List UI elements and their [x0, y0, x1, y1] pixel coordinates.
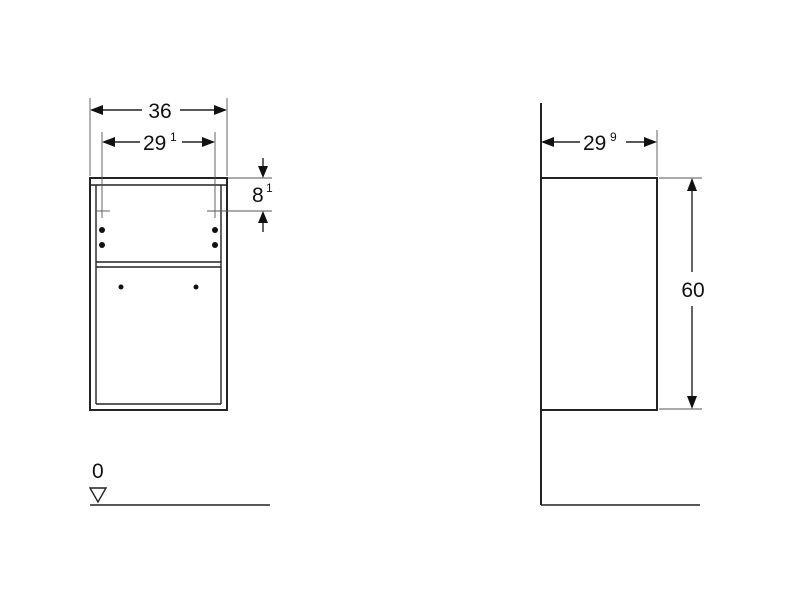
mounting-hole [99, 242, 105, 248]
dimension-shelf-offset: 8 1 [228, 158, 273, 232]
dimension-depth: 29 9 [541, 130, 657, 155]
dimension-label-shelf-offset: 8 [252, 184, 264, 207]
mounting-hole [212, 242, 218, 248]
dimension-width-inner: 29 1 [102, 130, 215, 155]
cabinet-front-outline [89, 177, 228, 411]
dimension-sup-shelf-offset: 1 [266, 181, 273, 195]
dimension-label-height: 60 [681, 279, 704, 302]
dimension-label-width-outer: 36 [148, 100, 171, 123]
dimension-label-width-inner: 29 [143, 132, 166, 155]
cabinet-side-outline [540, 177, 658, 411]
dimension-sup-width-inner: 1 [170, 130, 177, 144]
mounting-hole [99, 227, 105, 233]
floor-level-marker: 0 [88, 460, 270, 506]
side-view: 29 9 60 [540, 103, 705, 506]
dimension-width-outer: 36 [90, 100, 227, 123]
mounting-hole [212, 227, 218, 233]
hinge-hole [118, 284, 124, 290]
dimension-label-depth: 29 [583, 132, 606, 155]
level-triangle-icon [88, 487, 108, 504]
hinge-hole [193, 284, 199, 290]
floor-level-label: 0 [92, 460, 104, 483]
dimension-sup-depth: 9 [610, 130, 617, 144]
dimension-height: 60 [681, 178, 705, 409]
front-view: 36 29 1 8 1 0 [88, 98, 273, 506]
